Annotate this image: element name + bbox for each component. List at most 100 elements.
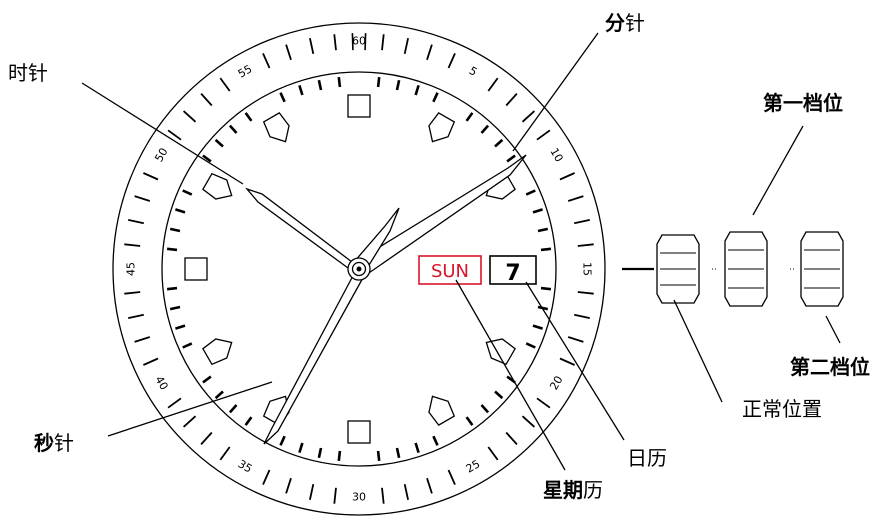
bezel-tick: [200, 92, 213, 107]
dial-minute-tick: [465, 112, 474, 122]
bezel-tick: [182, 415, 197, 428]
bezel-tick: [143, 357, 159, 366]
dial-minute-tick: [494, 138, 504, 148]
dial-minute-tick: [214, 138, 224, 148]
bezel-tick: [124, 291, 141, 295]
dial-minute-tick: [376, 450, 381, 462]
day-window-text: SUN: [431, 261, 469, 282]
bezel-tick: [574, 313, 590, 319]
bezel-tick: [262, 53, 271, 69]
dial-minute-tick: [279, 92, 286, 103]
bezel-inner-ring: [161, 71, 557, 467]
bezel-tick: [167, 129, 182, 141]
bezel-tick: [487, 446, 499, 461]
day-window: SUN: [418, 255, 482, 285]
dial-minute-tick: [506, 154, 516, 163]
bezel-tick: [487, 77, 499, 92]
bezel-tick: [262, 469, 271, 485]
bezel-number: 5: [467, 64, 480, 79]
dial-minute-tick: [182, 189, 193, 196]
crown-first-position: [724, 231, 768, 307]
dial-minute-tick: [376, 76, 381, 88]
bezel-tick: [309, 38, 315, 54]
bezel-tick: [381, 34, 385, 51]
bezel-outer-ring: [112, 22, 606, 516]
hour-marker-arrow: [202, 338, 233, 366]
bezel-tick: [167, 397, 182, 409]
bezel-tick: [447, 53, 456, 69]
hour-marker-arrow: [428, 112, 456, 143]
bezel-tick: [577, 243, 594, 247]
bezel-tick: [364, 33, 367, 51]
dial-minute-tick: [202, 154, 212, 163]
hour-marker-arrow: [428, 395, 456, 426]
dial-minute-tick: [298, 442, 304, 453]
crown-second-position: [800, 231, 844, 307]
label-second-hand: 秒针: [34, 431, 74, 455]
dial-minute-tick: [202, 375, 212, 384]
dial-minute-tick: [480, 404, 490, 414]
label-hour-hand: 时针: [8, 61, 48, 85]
hour-marker-square: [347, 94, 371, 118]
bezel-tick: [143, 172, 159, 181]
dial-minute-tick: [244, 112, 253, 122]
dial-minute-tick: [414, 85, 420, 96]
dial-minute-tick: [432, 435, 439, 446]
dial-minute-tick: [298, 85, 304, 96]
dial-minute-tick: [182, 342, 193, 349]
bezel-tick: [559, 172, 575, 181]
dial-minute-tick: [465, 416, 474, 426]
dial-minute-tick: [532, 324, 543, 330]
bezel-tick: [285, 44, 292, 61]
bezel-tick: [536, 397, 551, 409]
bezel-number: 25: [464, 457, 483, 475]
bezel-number: 10: [547, 146, 565, 165]
dial-minute-tick: [337, 76, 342, 88]
bezel-tick: [574, 219, 590, 225]
hour-marker-square: [347, 420, 371, 444]
hour-marker-square: [184, 257, 208, 281]
label-second-position: 第二档位: [790, 355, 870, 379]
bezel-tick: [403, 38, 409, 54]
bezel-tick: [333, 487, 337, 504]
dial-minute-tick: [317, 79, 323, 91]
bezel-tick: [128, 313, 144, 319]
bezel-number: 55: [236, 62, 255, 80]
bezel-number: 15: [581, 262, 594, 276]
bezel-tick: [333, 34, 337, 51]
bezel-tick: [426, 477, 433, 494]
dial-minute-tick: [169, 227, 181, 233]
second-hand: [263, 271, 365, 445]
dial-minute-tick: [525, 189, 536, 196]
bezel-tick: [134, 336, 151, 343]
hour-hand: [245, 187, 353, 269]
dial-minute-tick: [228, 124, 238, 134]
bezel-ticks: [124, 33, 594, 504]
dial-minute-tick: [214, 390, 224, 400]
bezel-tick: [219, 77, 231, 92]
dial-minute-tick: [175, 208, 186, 214]
bezel-tick: [124, 243, 141, 247]
dial-minute-tick: [494, 390, 504, 400]
dial-minute-tick: [537, 227, 549, 233]
crown-normal: [656, 234, 700, 304]
bezel-tick: [426, 44, 433, 61]
bezel-tick: [381, 487, 385, 504]
dial-minute-tick: [317, 447, 323, 459]
bezel-number: 20: [547, 374, 565, 393]
dial-minute-tick: [395, 79, 401, 91]
dial-minute-tick: [525, 342, 536, 349]
label-first-position: 第一档位: [763, 91, 843, 115]
center-pin: [347, 257, 371, 281]
bezel-tick: [285, 477, 292, 494]
date-window: 7: [489, 255, 537, 286]
bezel-tick: [505, 92, 518, 107]
label-minute-hand: 分针: [605, 11, 645, 35]
bezel-tick: [505, 431, 518, 446]
bezel-tick: [128, 219, 144, 225]
dial-minute-tick: [337, 450, 342, 462]
bezel-tick: [309, 484, 315, 500]
bezel-tick: [182, 110, 197, 123]
bezel-tick: [403, 484, 409, 500]
